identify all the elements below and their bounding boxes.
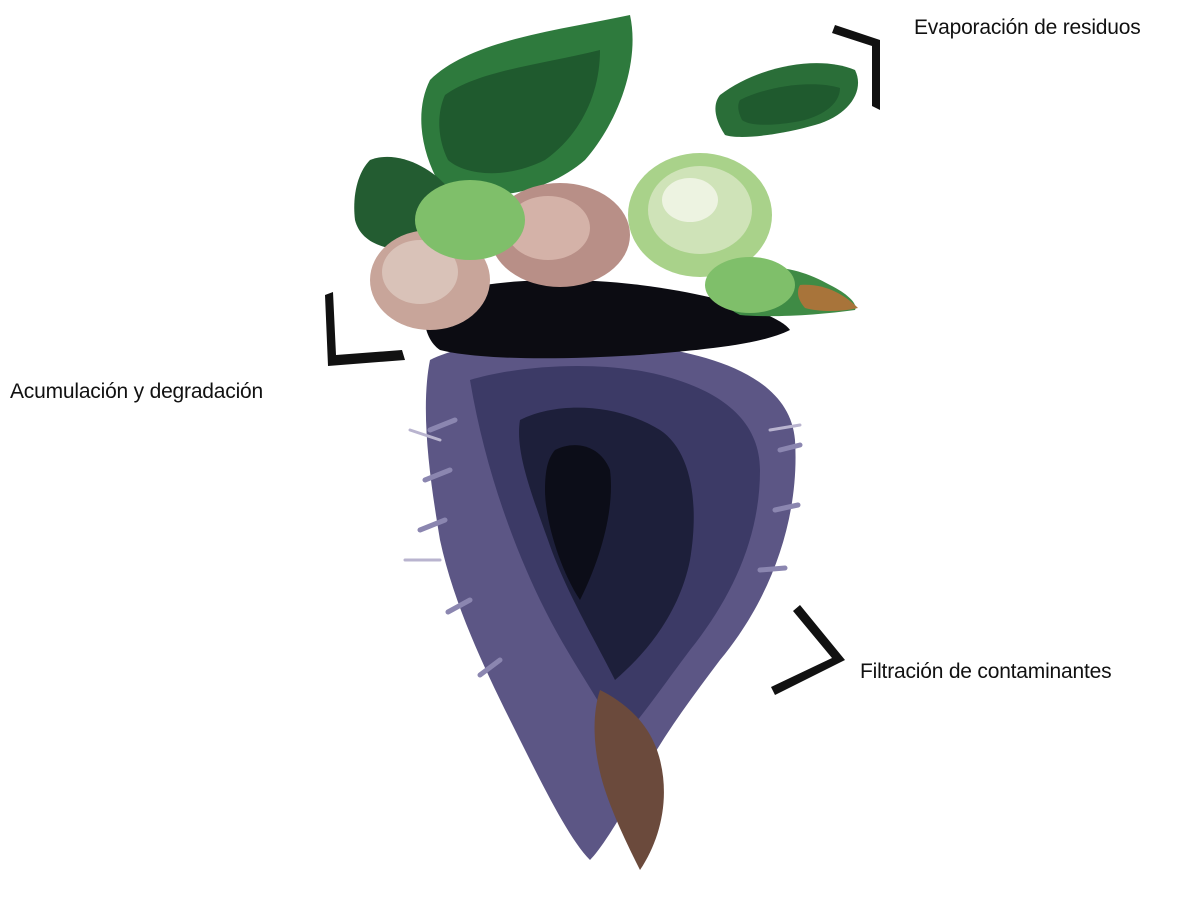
root-mass (405, 338, 800, 870)
label-filtracion: Filtración de contaminantes (860, 660, 1111, 684)
label-acumulacion: Acumulación y degradación (10, 380, 263, 404)
label-evaporacion: Evaporación de residuos (914, 16, 1141, 40)
chevron-bracket-icon (771, 605, 845, 695)
